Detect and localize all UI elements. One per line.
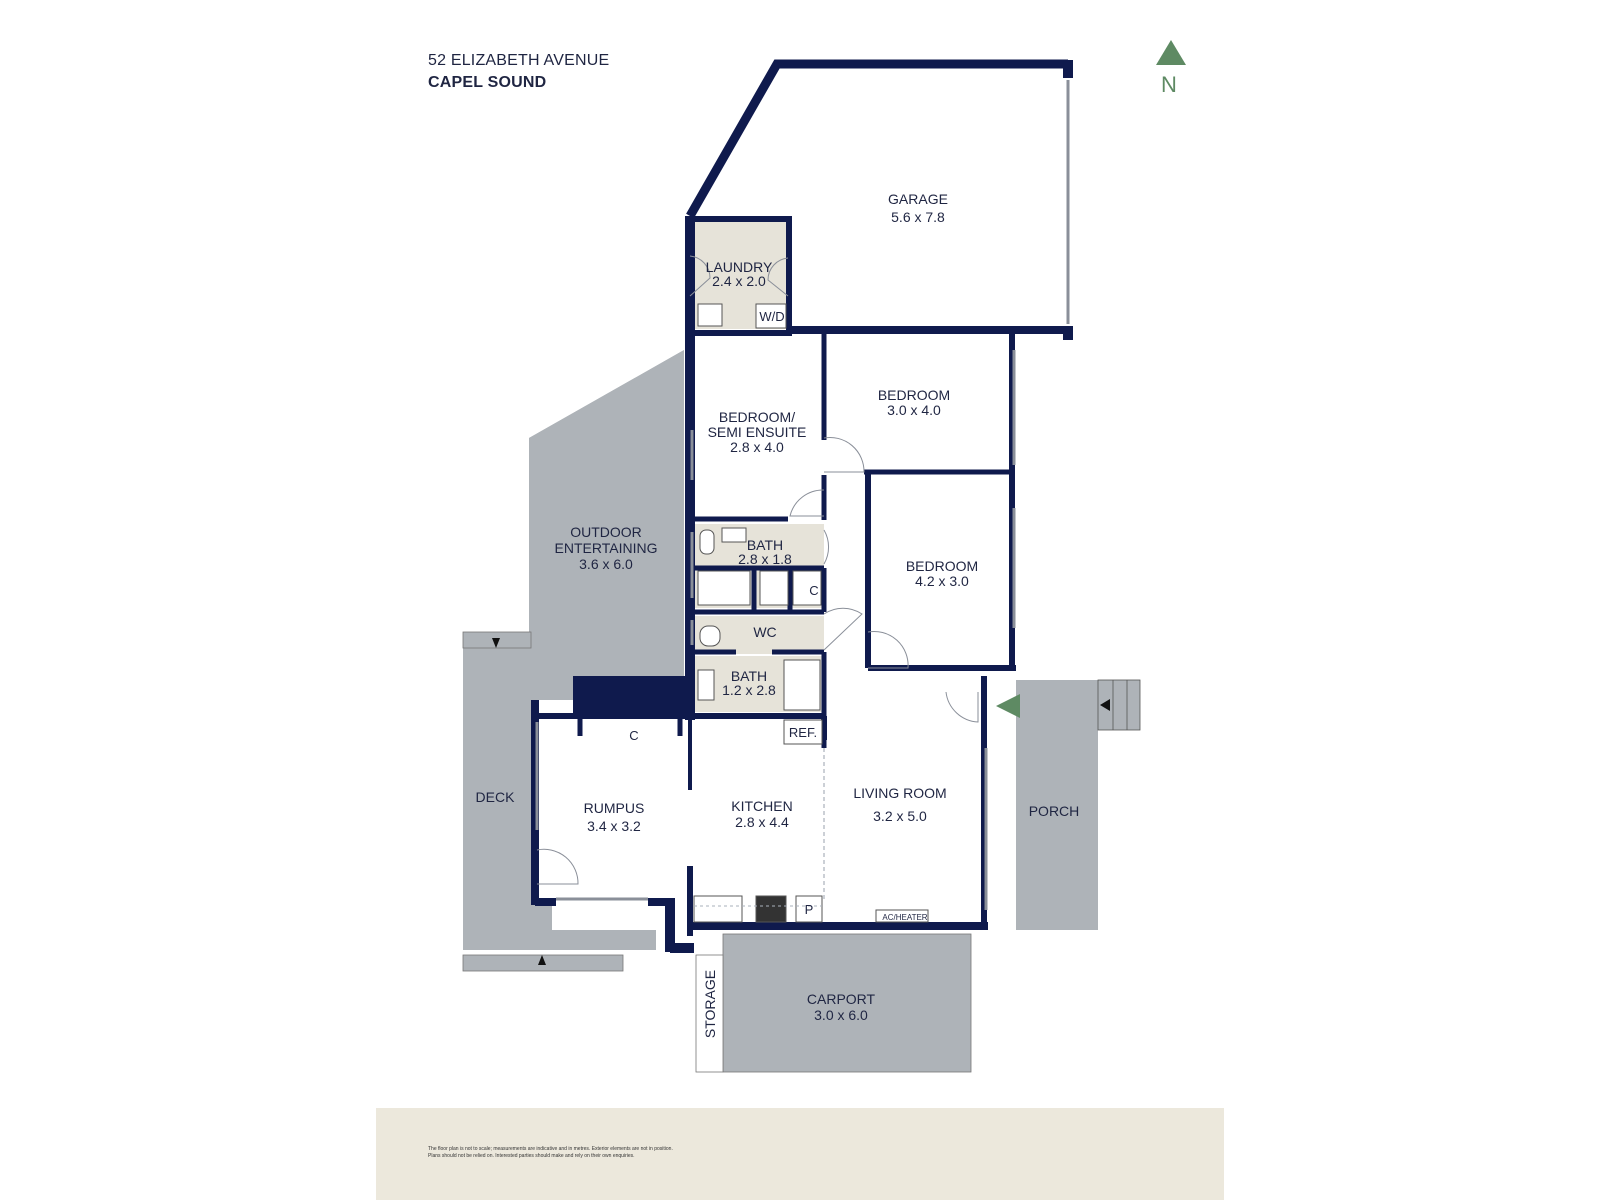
bath-a-size: 2.8 x 1.8 — [738, 551, 792, 567]
storage-area — [695, 954, 724, 1073]
outdoor-name-2: ENTERTAINING — [555, 540, 658, 556]
porch-name: PORCH — [1029, 803, 1080, 819]
rumpus-name: RUMPUS — [584, 800, 645, 816]
bedroom-semi-size: 2.8 x 4.0 — [730, 439, 784, 455]
porch-entry-arrow — [1100, 699, 1110, 711]
cupboard-b-label: C — [629, 728, 638, 743]
bedroom-b-name: BEDROOM — [906, 558, 978, 574]
wc-name: WC — [753, 624, 776, 640]
bedroom-b-size: 4.2 x 3.0 — [915, 573, 969, 589]
bath-b-size: 1.2 x 2.8 — [722, 682, 776, 698]
living-size: 3.2 x 5.0 — [873, 808, 927, 824]
disclaimer-line-1: The floor plan is not to scale; measurem… — [428, 1146, 673, 1152]
deck-area — [463, 646, 531, 950]
walls — [531, 59, 1073, 953]
room-labels: GARAGE 5.6 x 7.8 LAUNDRY 2.4 x 2.0 W/D B… — [476, 191, 1080, 1038]
laundry-size: 2.4 x 2.0 — [712, 273, 766, 289]
disclaimer-line-2: Plans should not be relied on. Intereste… — [428, 1153, 635, 1159]
door-swings — [536, 255, 979, 885]
address-line-1: 52 ELIZABETH AVENUE — [428, 52, 610, 69]
bath-b-name: BATH — [731, 668, 767, 684]
deck-name: DECK — [476, 789, 516, 805]
bedroom-a-size: 3.0 x 4.0 — [887, 402, 941, 418]
ref-label: REF. — [789, 725, 817, 740]
carport-size: 3.0 x 6.0 — [814, 1007, 868, 1023]
kitchen-size: 2.8 x 4.4 — [735, 814, 789, 830]
windows — [535, 80, 1070, 910]
pantry-label: P — [805, 902, 814, 917]
storage-name: STORAGE — [702, 970, 718, 1038]
ac-heater-label: AC/HEATER — [882, 913, 927, 922]
fixtures — [693, 303, 929, 923]
wd-label: W/D — [759, 309, 784, 324]
address-line-2: CAPEL SOUND — [428, 74, 547, 91]
deck-entry-arrow-bottom — [538, 955, 546, 965]
bath-a-name: BATH — [747, 537, 783, 553]
disclaimer: The floor plan is not to scale; measurem… — [428, 1146, 788, 1160]
footer: The floor plan is not to scale; measurem… — [376, 1108, 1224, 1200]
outdoor-name-1: OUTDOOR — [570, 524, 642, 540]
carport-area — [722, 933, 972, 1073]
garage-size: 5.6 x 7.8 — [891, 209, 945, 225]
laundry-name: LAUNDRY — [706, 259, 773, 275]
entry-arrow-icon — [996, 694, 1020, 718]
deck-entry-arrow-top — [492, 638, 500, 648]
bedroom-a-name: BEDROOM — [878, 387, 950, 403]
compass-label: N — [1161, 72, 1177, 97]
kitchen-name: KITCHEN — [731, 798, 792, 814]
cupboard-a-label: C — [809, 583, 818, 598]
garage-name: GARAGE — [888, 191, 948, 207]
carport-name: CARPORT — [807, 991, 876, 1007]
porch-area — [1016, 680, 1098, 930]
living-name: LIVING ROOM — [853, 785, 946, 801]
outdoor-size: 3.6 x 6.0 — [579, 556, 633, 572]
bedroom-semi-name-1: BEDROOM/ — [719, 409, 795, 425]
rumpus-size: 3.4 x 3.2 — [587, 818, 641, 834]
compass: N — [1154, 40, 1188, 100]
bedroom-semi-name-2: SEMI ENSUITE — [708, 424, 807, 440]
north-arrow-icon — [1156, 40, 1186, 65]
